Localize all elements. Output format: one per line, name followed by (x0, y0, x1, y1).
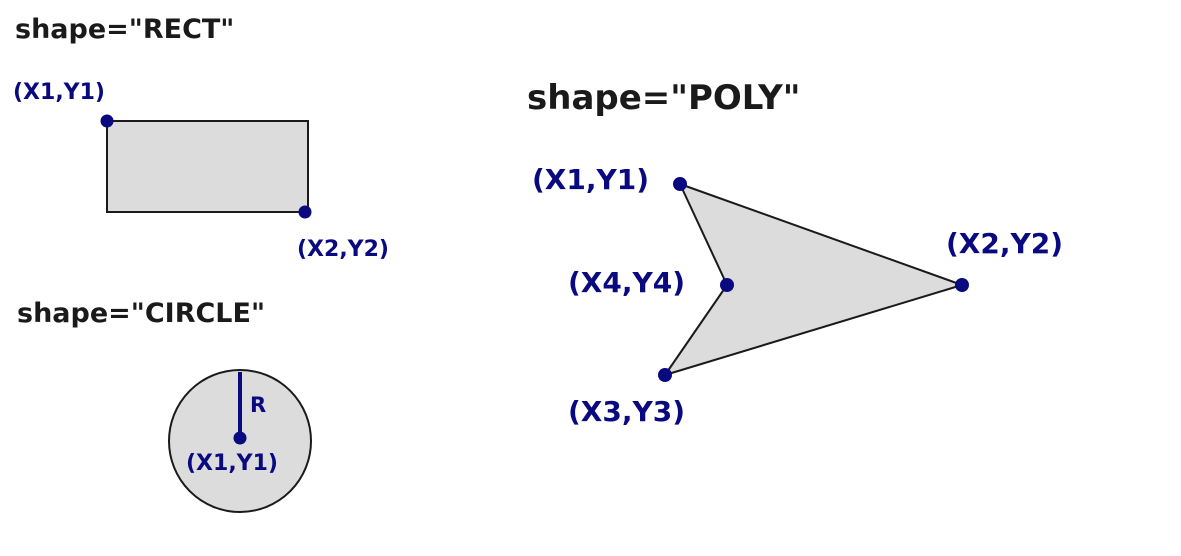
poly-point-1 (673, 177, 687, 191)
poly-point-4-label: (X4,Y4) (568, 266, 685, 299)
rect-shape (106, 120, 309, 213)
poly-point-3-label: (X3,Y3) (568, 395, 685, 428)
poly-shape (664, 183, 963, 376)
poly-heading: shape="POLY" (527, 78, 801, 118)
rect-point-1 (100, 114, 114, 128)
circle-center-point (233, 431, 247, 445)
rect-heading: shape="RECT" (15, 14, 234, 45)
circle-radius-label: R (250, 393, 266, 417)
poly-point-1-label: (X1,Y1) (532, 163, 649, 196)
rect-point-1-label: (X1,Y1) (13, 80, 105, 105)
rect-point-2 (298, 205, 312, 219)
rect-point-2-label: (X2,Y2) (297, 237, 389, 262)
circle-heading: shape="CIRCLE" (17, 298, 265, 329)
circle-center-label: (X1,Y1) (186, 451, 278, 476)
poly-point-3 (658, 368, 672, 382)
poly-point-2-label: (X2,Y2) (946, 227, 1063, 260)
poly-point-2 (955, 278, 969, 292)
poly-point-4 (720, 278, 734, 292)
